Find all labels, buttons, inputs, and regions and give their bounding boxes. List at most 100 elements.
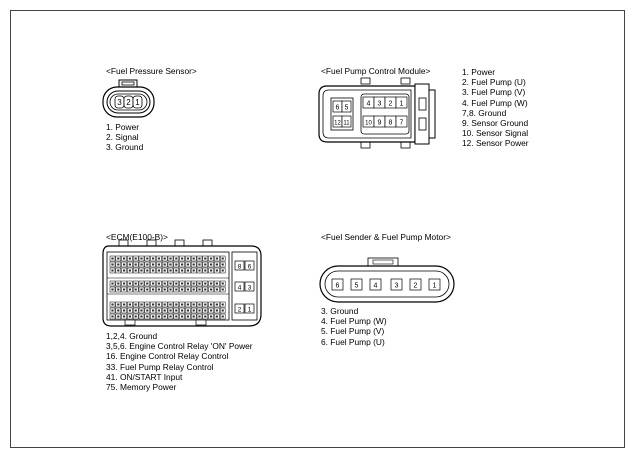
ecm-pin-mark xyxy=(210,263,213,266)
ecm-pin-mark xyxy=(186,269,189,272)
svg-text:8: 8 xyxy=(389,120,393,127)
ecm-pin-mark xyxy=(186,257,189,260)
ecm-pin-mark xyxy=(198,288,201,291)
ecm-pin-mark xyxy=(181,303,184,306)
ecm-pin-mark xyxy=(152,282,155,285)
ecm-pin-mark xyxy=(175,288,178,291)
ecm-pin-mark xyxy=(175,315,178,318)
ecm-pin-mark xyxy=(111,282,114,285)
legend-item: 3. Ground xyxy=(321,306,359,316)
ecm-pin-mark xyxy=(175,257,178,260)
ecm-pin-mark xyxy=(163,309,166,312)
ecm-pin-mark xyxy=(163,315,166,318)
ecm-pin-mark xyxy=(117,309,120,312)
fsm-pin-5: 5 xyxy=(350,278,363,291)
ecm-pin-mark xyxy=(128,263,131,266)
ecm-pin-8: 8 xyxy=(234,260,245,271)
ecm-pin-mark xyxy=(134,263,137,266)
svg-text:2: 2 xyxy=(389,101,393,108)
ecm-pin-mark xyxy=(163,288,166,291)
legend-item: 1. Power xyxy=(462,67,496,77)
fuel-sender-pump-motor-legend: 3. Ground 4. Fuel Pump (W) 5. Fuel Pump … xyxy=(321,306,387,347)
ecm-pin-mark xyxy=(128,303,131,306)
ecm-pin-mark xyxy=(186,282,189,285)
ecm-pin-mark xyxy=(163,269,166,272)
ecm-pin-mark xyxy=(221,309,224,312)
ecm-pin-mark xyxy=(123,288,126,291)
legend-item: 3,5,6. Engine Control Relay 'ON' Power xyxy=(106,341,253,352)
legend-item: 12. Sensor Power xyxy=(462,138,529,149)
legend-item: 3. Fuel Pump (V) xyxy=(462,87,526,98)
ecm-pin-mark xyxy=(134,309,137,312)
fuel-pressure-sensor-title: <Fuel Pressure Sensor> xyxy=(106,66,197,76)
ecm-pin-mark xyxy=(169,282,172,285)
ecm-pin-mark xyxy=(192,282,195,285)
ecm-pin-mark xyxy=(210,269,213,272)
ecm-pin-mark xyxy=(221,263,224,266)
fpcm-pin-2: 2 xyxy=(384,96,397,109)
ecm-pin-mark xyxy=(192,257,195,260)
ecm-pin-mark xyxy=(123,315,126,318)
ecm-pin-mark xyxy=(117,288,120,291)
ecm-pin-mark xyxy=(210,282,213,285)
fuel-pump-control-module-title: <Fuel Pump Control Module> xyxy=(321,66,431,76)
svg-text:2: 2 xyxy=(126,98,131,107)
fuel-sender-pump-motor-connector: 6 5 4 3 2 1 xyxy=(319,257,455,303)
ecm-pin-mark xyxy=(204,263,207,266)
legend-item: 4. Fuel Pump (W) xyxy=(321,316,387,327)
ecm-pin-mark xyxy=(192,288,195,291)
ecm-pin-mark xyxy=(186,263,189,266)
ecm-pin-mark xyxy=(134,315,137,318)
ecm-pin-mark xyxy=(221,257,224,260)
ecm-pin-mark xyxy=(169,257,172,260)
ecm-pin-mark xyxy=(111,288,114,291)
ecm-pin-mark xyxy=(215,303,218,306)
ecm-pin-mark xyxy=(111,263,114,266)
fsm-pin-4: 4 xyxy=(369,278,382,291)
ecm-pin-mark xyxy=(221,269,224,272)
fpcm-pin-11: 11 xyxy=(341,115,352,128)
ecm-pin-mark xyxy=(204,315,207,318)
fpcm-pin-4: 4 xyxy=(362,96,375,109)
ecm-pin-6: 6 xyxy=(244,260,255,271)
ecm-pin-mark xyxy=(140,257,143,260)
ecm-pin-mark xyxy=(215,282,218,285)
legend-item: 16. Engine Control Relay Control xyxy=(106,351,229,362)
legend-item: 9. Sensor Ground xyxy=(462,118,529,129)
ecm-pin-mark xyxy=(169,309,172,312)
svg-text:2: 2 xyxy=(238,307,242,314)
ecm-pin-mark xyxy=(192,263,195,266)
fuel-pressure-sensor-legend: 1. Power 2. Signal 3. Ground xyxy=(106,122,143,153)
fsm-pin-2: 2 xyxy=(409,278,422,291)
legend-item: 10. Sensor Signal xyxy=(462,128,529,139)
ecm-legend: 1,2,4. Ground 3,5,6. Engine Control Rela… xyxy=(106,331,253,392)
svg-text:4: 4 xyxy=(367,101,371,108)
fpcm-pin-12: 12 xyxy=(332,115,343,128)
ecm-pin-mark xyxy=(117,315,120,318)
legend-item: 2. Signal xyxy=(106,132,139,143)
fuel-pump-control-module-legend: 1. Power 2. Fuel Pump (U) 3. Fuel Pump (… xyxy=(462,67,529,149)
ecm-pin-mark xyxy=(111,269,114,272)
ecm-pin-mark xyxy=(169,303,172,306)
svg-text:4: 4 xyxy=(374,283,378,290)
ecm-pin-mark xyxy=(210,303,213,306)
svg-text:4: 4 xyxy=(238,285,242,292)
ecm-pin-mark xyxy=(128,315,131,318)
ecm-pin-mark xyxy=(140,269,143,272)
ecm-title: <ECM(E100-B)> xyxy=(106,232,168,242)
ecm-pin-mark xyxy=(175,309,178,312)
ecm-pin-mark xyxy=(163,303,166,306)
svg-text:12: 12 xyxy=(334,121,341,127)
ecm-pin-mark xyxy=(128,269,131,272)
ecm-pin-mark xyxy=(134,257,137,260)
ecm-pin-mark xyxy=(175,263,178,266)
fuel-pressure-sensor-connector: 3 2 1 xyxy=(102,79,155,118)
ecm-pin-mark xyxy=(157,315,160,318)
ecm-pin-mark xyxy=(128,282,131,285)
svg-text:1: 1 xyxy=(248,307,252,314)
ecm-pin-mark xyxy=(134,282,137,285)
ecm-pin-mark xyxy=(134,303,137,306)
legend-item: 33. Fuel Pump Relay Control xyxy=(106,361,214,372)
ecm-pin-mark xyxy=(198,257,201,260)
ecm-pin-mark xyxy=(152,309,155,312)
